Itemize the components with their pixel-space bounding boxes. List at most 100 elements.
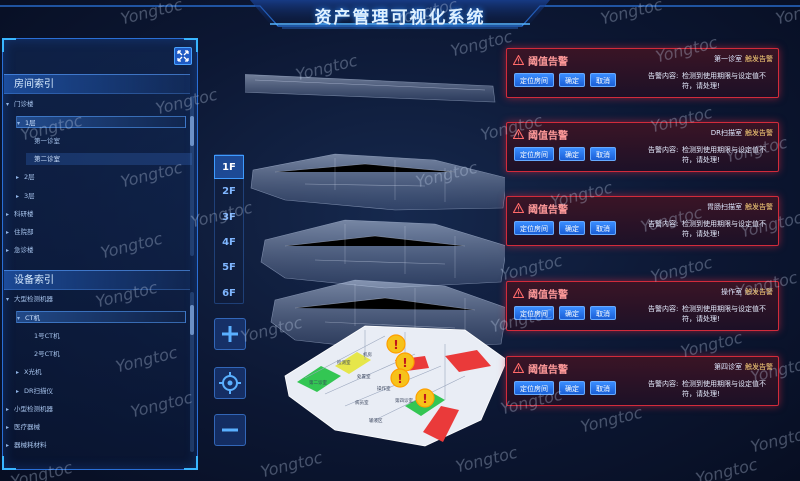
alert-actions: 定位房间 确定 取消 [514,221,616,235]
tree-node[interactable]: ▸DR扫描仪 [16,385,53,397]
tree-node-label: 医疗器械 [14,423,40,432]
tree-node[interactable]: ▸ 住院部 [6,226,34,238]
room-label: 第二诊室 [309,379,327,386]
tree-node[interactable]: ▸ 科研楼 [6,208,34,220]
cancel-button[interactable]: 取消 [590,73,616,87]
fullscreen-button[interactable] [174,47,192,65]
confirm-button[interactable]: 确定 [559,147,585,161]
locate-room-button[interactable]: 定位房间 [514,306,554,320]
cancel-button[interactable]: 取消 [590,381,616,395]
caret-right-icon[interactable]: ▸ [16,174,20,182]
expand-arrows-icon [177,50,189,62]
threshold-alert-card: 阈值告警 操作室 触发告警 定位房间 确定 取消 告警内容: 检测到使用期限与设… [506,281,779,331]
locate-room-button[interactable]: 定位房间 [514,147,554,161]
tree-node[interactable]: ▸ 器械耗材料 [6,439,47,451]
caret-right-icon[interactable]: ▸ [6,424,10,432]
alert-header: 阈值告警 [513,53,568,68]
floor-4-model[interactable] [260,219,505,289]
warning-marker[interactable]: ! [386,334,406,354]
floor-button-4f[interactable]: 4F [222,236,236,248]
cancel-button[interactable]: 取消 [590,221,616,235]
cancel-button[interactable]: 取消 [590,147,616,161]
zoom-in-button[interactable] [214,318,246,350]
locate-room-button[interactable]: 定位房间 [514,73,554,87]
locate-room-button[interactable]: 定位房间 [514,381,554,395]
room-index-title: 房间索引 [4,74,190,94]
tree-node[interactable]: ▸2层 [16,171,35,183]
tree-node[interactable]: ▸急诊楼 [6,244,34,256]
alert-trigger-status: 触发告警 [745,363,773,371]
warning-marker[interactable]: ! [395,352,415,372]
caret-down-icon[interactable]: ▾ [17,315,21,323]
caret-right-icon[interactable]: ▸ [16,387,20,395]
caret-right-icon[interactable]: ▸ [6,247,10,255]
confirm-button[interactable]: 确定 [559,221,585,235]
device-tree-scrollbar[interactable] [190,292,194,452]
caret-down-icon[interactable]: ▾ [6,101,10,108]
room-tree-scrollbar[interactable] [190,96,194,256]
tree-node[interactable]: ▸ 小型检测机器 [6,403,53,415]
tree-node[interactable]: ▸X光机 [16,366,41,378]
caret-right-icon[interactable]: ▸ [6,442,10,450]
tree-node[interactable]: ▾门诊楼 [6,98,34,110]
threshold-alert-card: 阈值告警 第四诊室 触发告警 定位房间 确定 取消 告警内容: 检测到使用期限与… [506,356,779,406]
floor-button-6f[interactable]: 6F [222,287,236,299]
warning-triangle-icon [513,129,524,139]
tree-node[interactable]: 第二诊室 [26,152,192,165]
cancel-button[interactable]: 取消 [590,306,616,320]
tree-node-label: 2号CT机 [34,349,60,358]
device-tree-scroll-thumb[interactable] [190,305,194,335]
tree-node[interactable]: 2号CT机 [26,348,60,360]
floor-button-1f[interactable]: 1F [214,155,244,179]
floor-button-5f[interactable]: 5F [222,262,236,274]
tree-node[interactable]: 1号CT机 [26,330,60,342]
caret-right-icon[interactable]: ▸ [16,192,20,200]
alert-actions: 定位房间 确定 取消 [514,306,616,320]
alert-content-label: 告警内容: [648,380,679,388]
watermark-text: Yongtoc [693,454,760,481]
caret-right-icon[interactable]: ▸ [6,405,10,413]
caret-right-icon[interactable]: ▸ [6,229,10,237]
floor-6-model[interactable] [245,74,496,103]
floor-button-3f[interactable]: 3F [222,211,236,223]
alert-room-name: DR扫描室 [710,129,742,137]
exclamation-icon: ! [397,372,402,386]
alert-actions: 定位房间 确定 取消 [514,73,616,87]
room-label: 检测室 [337,359,351,366]
caret-down-icon[interactable]: ▾ [17,120,21,128]
floor-selector [214,154,244,304]
locate-button[interactable] [214,367,246,399]
tree-node[interactable]: 第一诊室 [26,135,60,147]
tree-node-label: 小型检测机器 [14,404,53,413]
warning-marker[interactable]: ! [415,388,435,408]
locate-room-button[interactable]: 定位房间 [514,221,554,235]
tree-node[interactable]: ▾1层 [16,116,186,129]
alert-trigger-status: 触发告警 [745,203,773,211]
caret-right-icon[interactable]: ▸ [16,369,20,377]
zoom-out-button[interactable] [214,414,246,446]
caret-right-icon[interactable]: ▸ [6,210,10,218]
tree-node-label: 科研楼 [14,209,34,218]
caret-down-icon[interactable]: ▾ [6,296,10,303]
confirm-button[interactable]: 确定 [559,381,585,395]
tree-node[interactable]: ▸3层 [16,190,35,202]
page-title: 资产管理可视化系统 [314,8,486,28]
tree-node-label: CT机 [25,314,41,323]
alert-room-name: 胃肠扫描室 [707,203,742,211]
floor-5-model[interactable] [250,153,505,211]
confirm-button[interactable]: 确定 [559,73,585,87]
tree-node-label: 器械耗材料 [14,441,47,450]
alert-content-text: 检测到使用期限与设定值不符，请处理! [682,305,766,323]
warning-marker[interactable]: ! [390,368,410,388]
floor-button-2f[interactable]: 2F [222,186,236,198]
room-tree-scroll-thumb[interactable] [190,116,194,146]
plus-icon [222,326,238,342]
tree-node[interactable]: ▾大型检测机器 [6,293,53,305]
alert-header: 阈值告警 [513,201,568,216]
tree-node[interactable]: ▸ 医疗器械 [6,421,40,433]
confirm-button[interactable]: 确定 [559,306,585,320]
tree-node-label: 住院部 [14,228,34,237]
room-label: 输液区 [369,417,383,424]
tree-node[interactable]: ▾ CT机 [16,311,186,324]
